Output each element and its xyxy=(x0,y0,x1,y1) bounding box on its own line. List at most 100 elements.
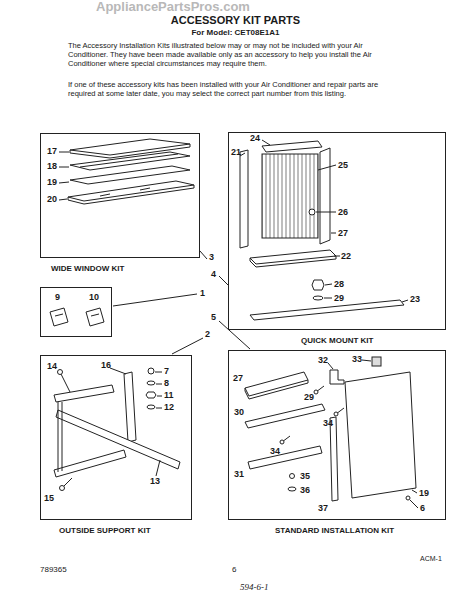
kit-callout-leaders-stroke xyxy=(113,294,197,306)
wide-window-parts xyxy=(59,139,194,204)
callout-number: 24 xyxy=(250,133,260,143)
callout-number: 12 xyxy=(164,402,174,412)
standard-installation-parts-stroke xyxy=(288,487,296,491)
page-marking: 789365 xyxy=(40,565,67,574)
standard-installation-parts-stroke xyxy=(314,390,318,394)
kit-box: OUTSIDE SUPPORT KIT xyxy=(40,355,192,520)
quick-mount-parts-stroke xyxy=(240,150,248,248)
callout-number: 8 xyxy=(164,378,169,388)
standard-installation-parts-stroke xyxy=(245,372,308,396)
standard-installation-parts-stroke xyxy=(406,496,410,500)
kit-box: WIDE WINDOW KIT xyxy=(40,133,200,258)
standard-installation-parts-stroke xyxy=(362,360,371,361)
callout-number: 32 xyxy=(318,355,328,365)
quick-mount-parts-stroke xyxy=(250,250,336,264)
wide-window-parts-stroke xyxy=(59,152,69,153)
callout-number: 19 xyxy=(47,177,57,187)
kit-heading: OUTSIDE SUPPORT KIT xyxy=(59,526,151,536)
callout-number: 10 xyxy=(89,292,99,302)
callout-number: 29 xyxy=(304,392,314,402)
kit-callout-leaders-stroke xyxy=(219,276,228,285)
note-text: The Accessory Installation Kits illustra… xyxy=(68,41,404,68)
callout-number: 20 xyxy=(47,194,57,204)
quick-mount-parts-stroke xyxy=(334,256,340,257)
kit-callout-leaders-stroke xyxy=(219,321,250,349)
quick-mount-parts-stroke xyxy=(262,141,322,152)
callout-number: 6 xyxy=(420,503,425,513)
outside-support-parts-stroke xyxy=(56,410,180,469)
callout-number: 19 xyxy=(419,488,429,498)
callout-number: 1 xyxy=(200,288,205,298)
clip-parts-stroke xyxy=(55,314,63,316)
quick-mount-parts-stroke xyxy=(331,233,336,234)
callout-number: 30 xyxy=(234,407,244,417)
standard-installation-parts xyxy=(245,357,418,508)
clip-parts-stroke xyxy=(50,308,68,326)
page-marking: ACM-1 xyxy=(420,555,442,563)
standard-installation-parts-stroke xyxy=(328,363,333,369)
callout-number: 37 xyxy=(318,503,328,513)
quick-mount-parts-stroke xyxy=(316,212,336,213)
callout-number: 17 xyxy=(47,146,57,156)
callout-number: 33 xyxy=(352,354,362,364)
callout-number: 29 xyxy=(334,293,344,303)
outside-support-parts-stroke xyxy=(58,370,63,375)
standard-installation-parts-stroke xyxy=(245,380,308,399)
kit-callout-leaders-stroke xyxy=(200,251,207,259)
outside-support-parts-stroke xyxy=(62,402,63,471)
model-number: For Model: CET08E1A1 xyxy=(0,28,471,37)
outside-support-parts-stroke xyxy=(147,405,155,409)
callout-number: 11 xyxy=(164,390,174,400)
outside-support-parts-stroke xyxy=(60,486,65,491)
wide-window-parts-stroke xyxy=(140,188,150,190)
outside-support-parts-stroke xyxy=(157,396,162,397)
wide-window-parts-stroke xyxy=(68,185,194,204)
standard-installation-parts-stroke xyxy=(245,404,325,428)
quick-mount-parts-stroke xyxy=(324,298,332,299)
callout-number: 35 xyxy=(300,471,310,481)
watermark: AppliancePartsPros.com xyxy=(96,0,250,14)
clip-parts-stroke xyxy=(86,308,104,326)
wide-window-parts-stroke xyxy=(100,194,110,196)
clip-kit-box: 910 xyxy=(40,287,112,337)
quick-mount-parts-stroke xyxy=(250,300,404,320)
standard-installation-parts-stroke xyxy=(334,412,338,416)
quick-mount-parts-stroke xyxy=(313,296,323,300)
wide-window-parts-stroke xyxy=(59,199,67,200)
standard-installation-parts-stroke xyxy=(372,357,381,366)
quick-mount-parts-stroke xyxy=(262,154,318,238)
callout-number: 36 xyxy=(300,485,310,495)
outside-support-parts-stroke xyxy=(156,460,160,476)
note-text: If one of these accessory kits has been … xyxy=(68,80,404,98)
standard-installation-parts-stroke xyxy=(290,474,295,479)
outside-support-parts-stroke xyxy=(147,381,155,385)
quick-mount-parts-stroke xyxy=(320,148,330,244)
quick-mount-parts-stroke xyxy=(325,284,332,285)
callout-number: 22 xyxy=(341,251,351,261)
page-title: ACCESSORY KIT PARTS xyxy=(0,14,471,27)
kit-callout-leaders-stroke xyxy=(172,338,203,354)
kit-heading: QUICK MOUNT KIT xyxy=(301,336,373,346)
callout-number: 26 xyxy=(338,207,348,217)
outside-support-parts-stroke xyxy=(124,372,136,442)
callout-number: 13 xyxy=(150,476,160,486)
standard-installation-parts-stroke xyxy=(330,370,344,384)
standard-installation-parts-stroke xyxy=(248,446,322,469)
page-marking: 594-6-1 xyxy=(240,582,269,592)
standard-installation-parts-stroke xyxy=(410,500,418,508)
callout-number: 21 xyxy=(231,147,241,157)
callout-number: 15 xyxy=(44,493,54,503)
outside-support-parts-stroke xyxy=(54,450,126,477)
callout-number: 7 xyxy=(164,366,169,376)
quick-mount-parts-stroke xyxy=(309,209,315,215)
standard-installation-parts-stroke xyxy=(345,372,416,498)
kit-box: STANDARD INSTALLATION KIT xyxy=(228,350,446,520)
quick-mount-parts-stroke xyxy=(318,165,336,170)
callout-number: 3 xyxy=(209,252,214,262)
kit-heading: WIDE WINDOW KIT xyxy=(51,264,124,274)
callout-number: 28 xyxy=(334,279,344,289)
kit-heading: STANDARD INSTALLATION KIT xyxy=(275,526,394,536)
callout-number: 23 xyxy=(410,294,420,304)
callout-number: 14 xyxy=(47,361,57,371)
